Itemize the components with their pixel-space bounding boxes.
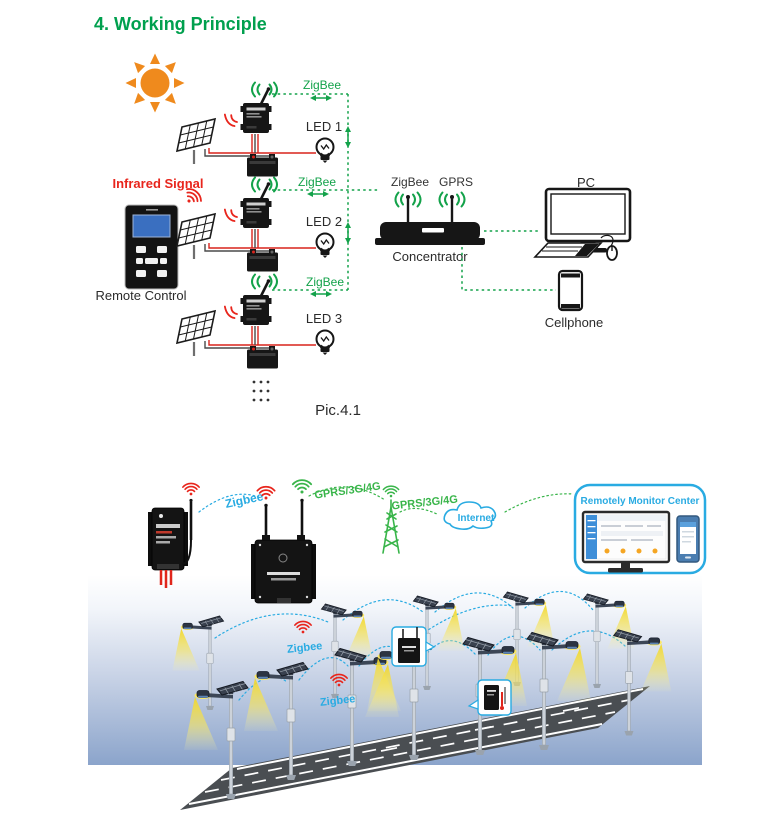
- controller-callout: [467, 679, 512, 716]
- zigbee-arrow-3: [309, 290, 333, 298]
- gateway-callout: [391, 626, 436, 667]
- cell-tower: [382, 485, 400, 554]
- concentrator: ZigBee GPRS Concentrator: [375, 175, 485, 264]
- zigbee-varrow-1: [344, 125, 352, 149]
- monitor-center: Remotely Monitor Center: [573, 483, 707, 575]
- zigbee-link-line: [198, 493, 262, 513]
- gprs-wifi-icon: [291, 479, 313, 495]
- monitor-center-title: Remotely Monitor Center: [581, 496, 700, 507]
- working-principle-diagram: Infrared Signal Remote Control LED 1 LED…: [95, 53, 632, 419]
- sun-icon: [125, 53, 185, 113]
- zigbee-varrow-2: [344, 221, 352, 245]
- zigbee-links: ZigBee ZigBee ZigBee: [272, 78, 379, 298]
- led1-label: LED 1: [306, 119, 342, 134]
- continuation-dots: [252, 380, 270, 402]
- section-heading: 4. Working Principle: [94, 14, 267, 34]
- street-zigbee-label-2: Zigbee: [319, 693, 356, 709]
- zigbee-wifi-icon: [182, 482, 200, 497]
- led2-label: LED 2: [306, 214, 342, 229]
- internet-cloud: Internet: [443, 501, 497, 530]
- internet-link-line: [504, 493, 574, 513]
- remote-control-label: Remote Control: [95, 288, 186, 303]
- cellphone: Cellphone: [545, 269, 604, 330]
- led3-label: LED 3: [306, 311, 342, 326]
- zigbee-label-3: ZigBee: [306, 275, 344, 289]
- figure-caption: Pic.4.1: [315, 402, 361, 419]
- tower-wifi-icon: [382, 485, 400, 499]
- zigbee-arrow-2: [306, 190, 330, 198]
- gateway-device: [251, 479, 316, 604]
- dashboard-phone: [676, 515, 700, 563]
- pc-label: PC: [577, 175, 595, 190]
- street-light-illustration: Zigbee Zigbee Zigbee: [88, 479, 707, 810]
- street-zigbee-label-1: Zigbee: [286, 640, 323, 656]
- concentrator-label: Concentrator: [392, 249, 468, 264]
- infrared-signal-label: Infrared Signal: [112, 176, 203, 191]
- gprs-label-1: GPRS/3G/4G: [314, 480, 382, 501]
- concentrator-zigbee-label: ZigBee: [391, 175, 429, 189]
- solar-controller-device: [148, 482, 200, 588]
- zigbee-link-label: Zigbee: [224, 489, 265, 511]
- zigbee-label-1: ZigBee: [303, 78, 341, 92]
- remote-control: Infrared Signal Remote Control: [95, 176, 205, 303]
- internet-label: Internet: [458, 513, 495, 524]
- dashboard-monitor: [581, 510, 671, 573]
- concentrator-gprs-label: GPRS: [439, 175, 473, 189]
- pc: PC: [533, 175, 632, 261]
- zigbee-label-2: ZigBee: [298, 175, 336, 189]
- gprs-label-2: GPRS/3G/4G: [391, 494, 459, 513]
- cellphone-label: Cellphone: [545, 315, 604, 330]
- zigbee-arrow-1: [309, 94, 333, 102]
